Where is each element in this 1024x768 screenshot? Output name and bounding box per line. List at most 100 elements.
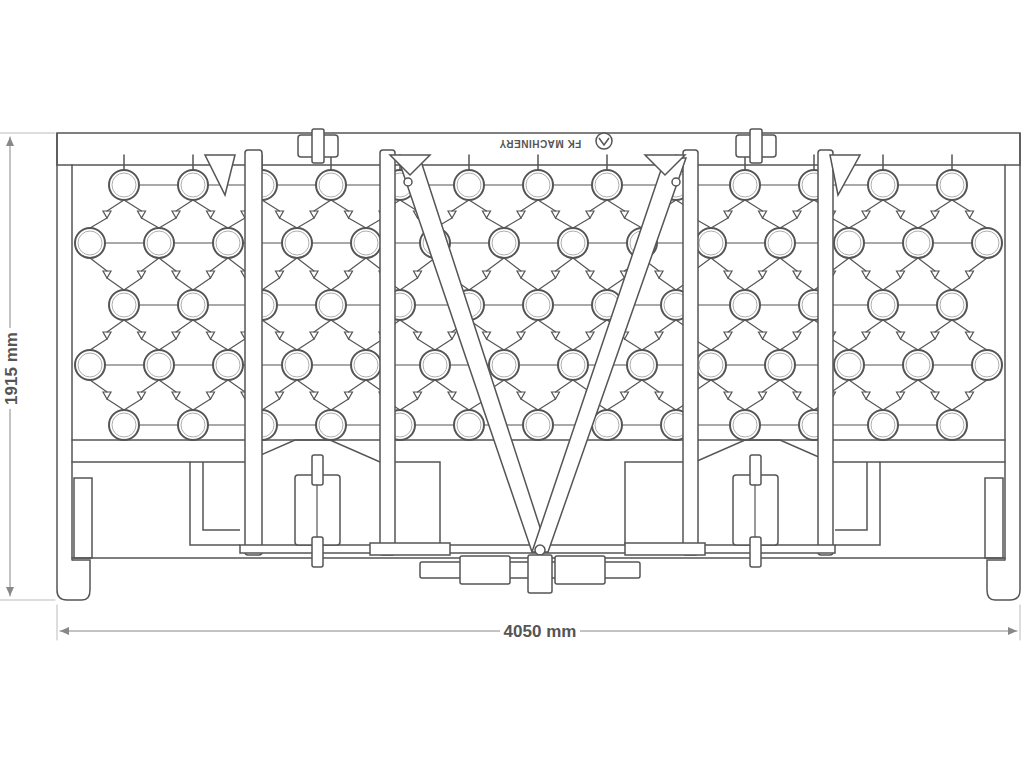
chain-link — [832, 339, 850, 350]
link-plate — [172, 332, 180, 339]
chain-ring-inner — [285, 353, 309, 377]
chain-link — [349, 258, 367, 271]
chain-ring-inner — [630, 353, 654, 377]
link-plate — [345, 211, 353, 218]
link-plate — [897, 392, 905, 399]
chain-ring-inner — [871, 173, 895, 197]
link-plate — [586, 211, 594, 218]
chain-link — [504, 258, 521, 271]
chain-link — [556, 380, 574, 392]
chain-ring — [765, 350, 795, 380]
link-plate — [345, 271, 353, 278]
link-plate — [759, 211, 767, 218]
chain-link — [228, 258, 245, 271]
chain-ring — [696, 350, 726, 380]
chain-ring-inner — [768, 353, 792, 377]
chain-link — [935, 399, 952, 410]
chain-link — [107, 399, 124, 410]
chain-link — [866, 200, 883, 211]
link-plate — [793, 332, 801, 339]
chain-ring-inner — [181, 173, 205, 197]
chain-link — [297, 258, 314, 271]
chain-link — [90, 380, 107, 392]
chain-ring-inner — [526, 173, 550, 197]
chain-ring — [213, 350, 243, 380]
chain-link — [933, 364, 972, 365]
chain-link — [312, 364, 351, 365]
cylinder-clevis — [312, 455, 323, 485]
chain-ring — [937, 410, 967, 440]
chain-link — [331, 200, 349, 211]
chain-link — [314, 278, 331, 290]
chain-link — [659, 399, 676, 410]
chain-link — [933, 242, 972, 243]
hydraulic-cylinder — [295, 475, 340, 545]
link-plate — [138, 332, 146, 339]
draw-bar — [398, 158, 548, 552]
chain-ring-inner — [354, 353, 378, 377]
chain-ring — [523, 290, 553, 320]
chain-link — [866, 399, 883, 410]
chain-link — [277, 184, 316, 185]
chain-link — [349, 380, 367, 392]
cylinder-clevis — [312, 129, 324, 163]
chain-link — [142, 258, 160, 271]
chain-link — [435, 380, 452, 392]
extension-line — [0, 133, 55, 134]
chain-link — [760, 184, 799, 185]
chain-link — [935, 320, 952, 332]
chain-link — [346, 424, 385, 425]
chain-link — [418, 339, 436, 350]
chain-link — [193, 278, 211, 290]
piston-rod — [316, 485, 317, 537]
link-plate — [552, 271, 560, 278]
chain-link — [176, 200, 193, 211]
link-plate — [655, 271, 663, 278]
chain-link — [331, 278, 349, 290]
chain-link — [174, 242, 213, 243]
chain-ring-inner — [837, 353, 861, 377]
chain-link — [521, 278, 538, 290]
pivot — [535, 545, 545, 555]
chain-link — [797, 399, 814, 410]
chain-link — [297, 218, 314, 228]
hanger — [468, 155, 470, 170]
chain-link — [159, 258, 176, 271]
chain-link — [622, 424, 661, 425]
chain-ring-inner — [906, 353, 930, 377]
hanger — [537, 155, 539, 170]
chain-ring-inner — [181, 413, 205, 437]
chain-ring — [903, 228, 933, 258]
chain-link — [280, 380, 298, 392]
chain-ring — [75, 228, 105, 258]
chain-link — [780, 258, 797, 271]
vertical-bar — [245, 150, 262, 555]
chain-link — [760, 304, 799, 305]
chain-link — [883, 278, 901, 290]
hanger — [123, 155, 125, 170]
chain-ring-inner — [699, 353, 723, 377]
chain-link — [314, 399, 331, 410]
chain-ring-inner — [319, 293, 343, 317]
chain-link — [314, 200, 331, 211]
chain-link — [538, 320, 556, 332]
chain-ring — [765, 228, 795, 258]
chain-link — [484, 184, 523, 185]
chain-link — [866, 320, 883, 332]
link-plate — [724, 271, 732, 278]
link-plate — [310, 271, 318, 278]
link-plate — [414, 392, 422, 399]
hitch-ear — [460, 556, 510, 584]
link-plate — [897, 332, 905, 339]
chain-link — [832, 258, 850, 271]
chain-link — [883, 200, 901, 211]
chain-link — [625, 339, 643, 350]
chain-link — [519, 364, 558, 365]
link-plate — [207, 332, 215, 339]
link-plate — [931, 392, 939, 399]
chain-link — [90, 339, 107, 350]
link-plate — [724, 332, 732, 339]
chain-ring — [454, 410, 484, 440]
link-plate — [207, 211, 215, 218]
